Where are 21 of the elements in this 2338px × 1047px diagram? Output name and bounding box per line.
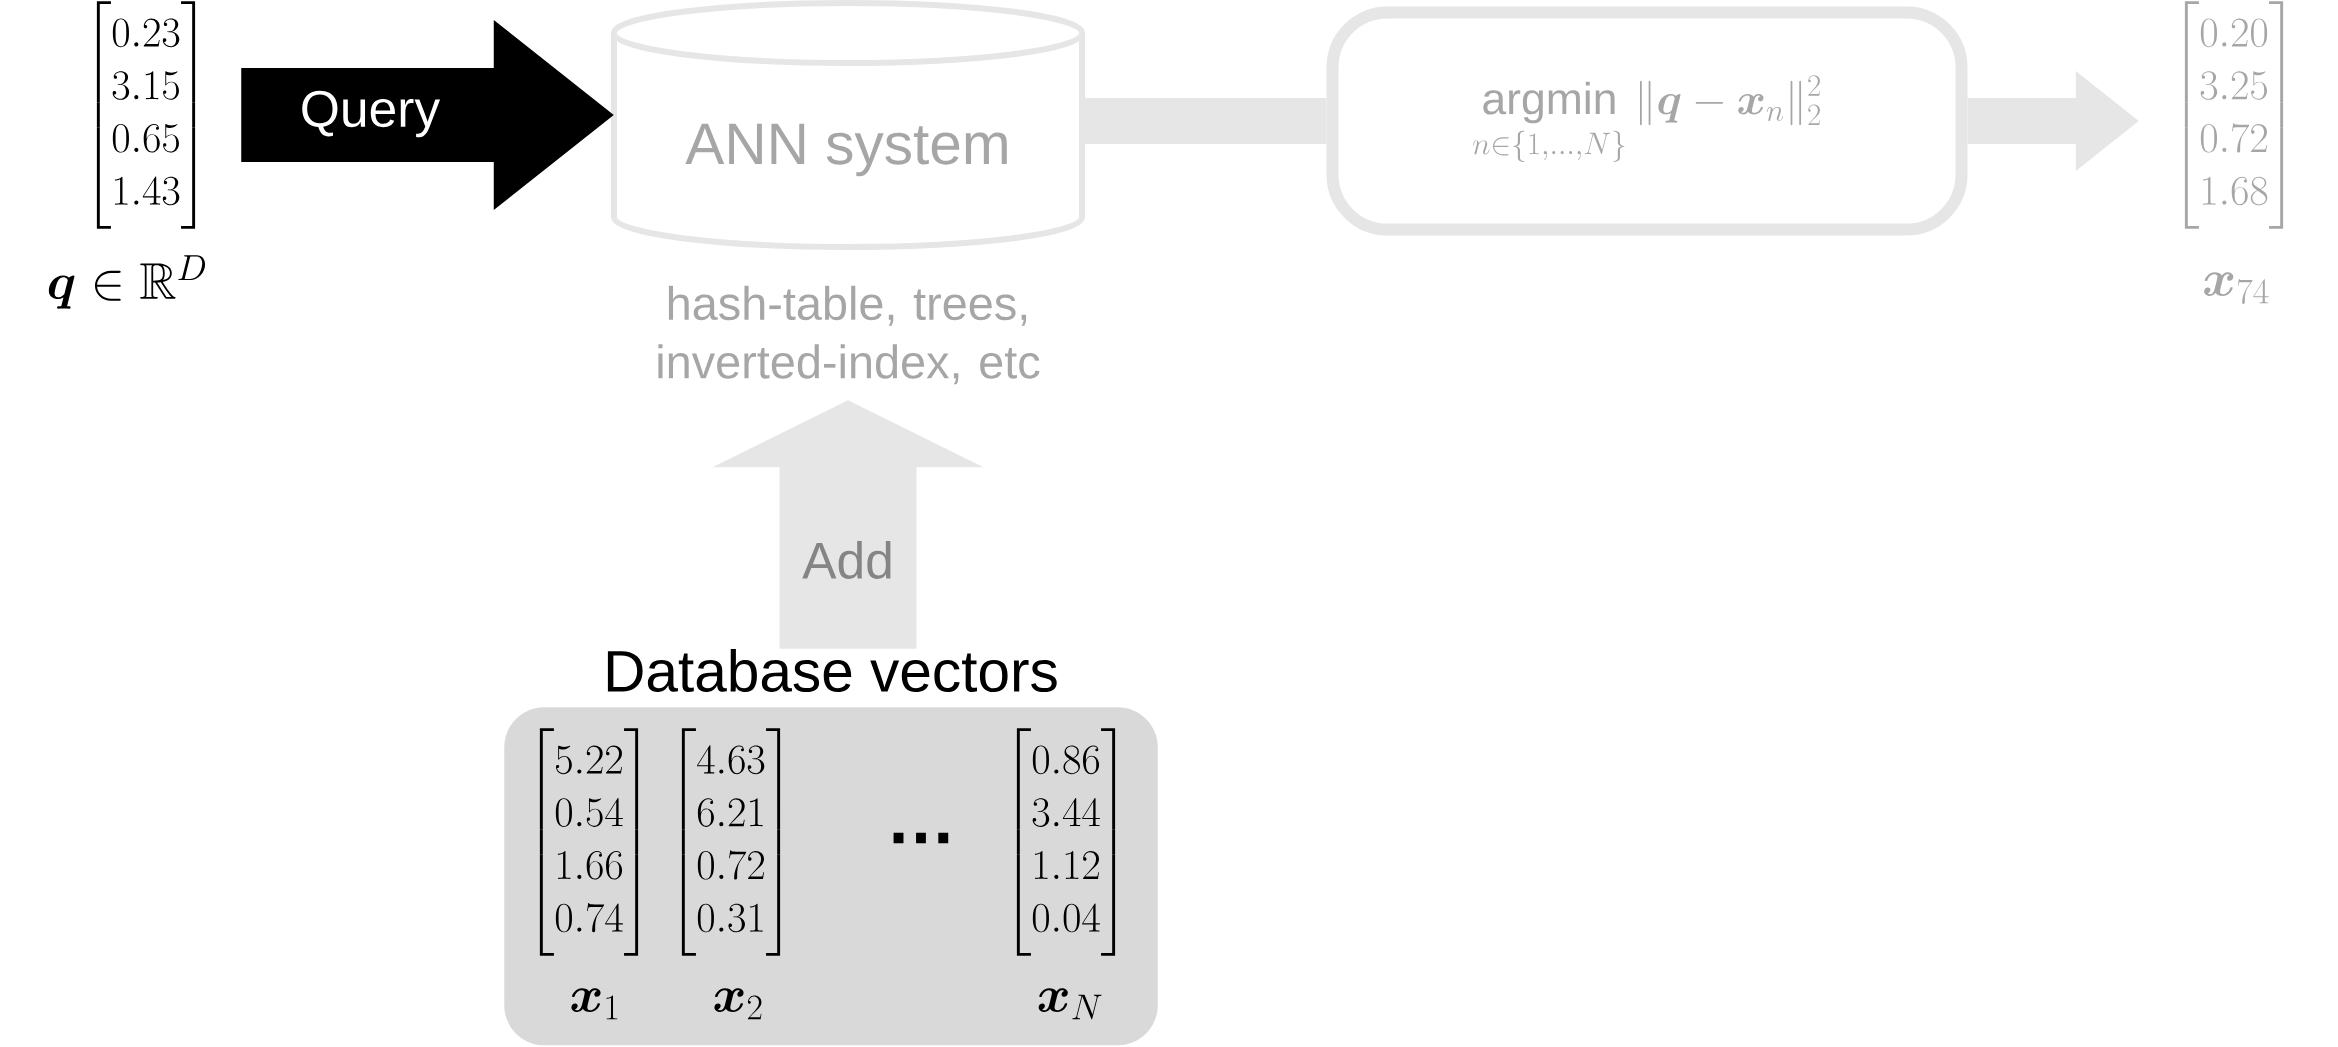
formula-label: $\boldsymbol{q} \in \mathbb{R}^{D}$ <box>48 255 206 309</box>
formula-label: $\boldsymbol{x}_{2}$ <box>714 988 762 1020</box>
database-cylinder: ANN system <box>611 0 1085 250</box>
rounded-box: $\operatorname*{argmin}_{n\in\{1,\ldots,N\}} \|\boldsymbol{q}-\boldsymbol{x}_{n}\|_{2}^{2}$ <box>1326 6 1968 236</box>
formula-label: $\boldsymbol{x}_{74}$ <box>2204 272 2269 304</box>
block-arrow <box>1082 98 1327 144</box>
vector-matrix: $\begin{bmatrix}4.63\\6.21\\0.72\\0.31\end{bmatrix}$ <box>681 728 781 956</box>
caption-text: hash-table, trees, inverted-index, etc <box>658 285 1040 385</box>
vector-matrix: $\begin{bmatrix}0.23\\3.15\\0.65\\1.43\end{bmatrix}$ <box>96 1 196 229</box>
ellipsis: … <box>893 832 949 844</box>
node-label: Database vectors <box>607 649 1057 693</box>
edge-label: Add <box>802 541 891 579</box>
formula-label: $\boldsymbol{x}_{1}$ <box>571 988 618 1020</box>
block-arrow <box>241 20 614 210</box>
vector-matrix: $\begin{bmatrix}0.20\\3.25\\0.72\\1.68\end{bmatrix}$ <box>2184 1 2284 229</box>
edge-label: Query <box>302 90 441 138</box>
formula-label: $\boldsymbol{x}_{N}$ <box>1038 988 1102 1020</box>
block-arrow <box>712 400 984 649</box>
block-arrow <box>1967 71 2139 171</box>
vector-matrix: $\begin{bmatrix}0.86\\3.44\\1.12\\0.04\end{bmatrix}$ <box>1016 728 1116 956</box>
vector-matrix: $\begin{bmatrix}5.22\\0.54\\1.66\\0.74\end{bmatrix}$ <box>539 728 639 956</box>
